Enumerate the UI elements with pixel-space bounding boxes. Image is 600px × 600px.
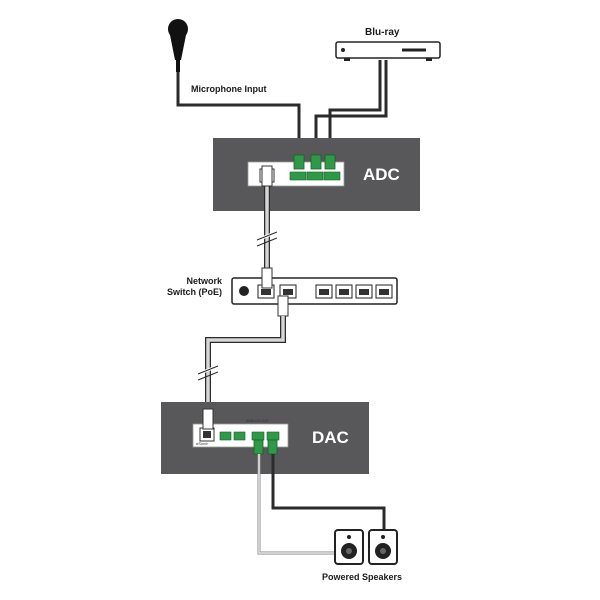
speaker-icon [368,529,398,565]
rj45-plug-switch-out [277,295,289,317]
adc-label: ADC [363,165,400,184]
switch-label-line2: Switch (PoE) [167,287,222,297]
network-switch-icon [231,277,398,305]
adc-plugs [293,154,336,170]
source-cables [176,60,388,155]
rj45-plug-dac [202,408,214,430]
bluray-player-icon [335,41,441,61]
dac-label: DAC [312,428,349,447]
rj45-plug-adc [261,165,273,187]
adc-input-terminals [289,171,341,181]
ethernet-cable-adc [256,186,278,275]
speaker-cables [257,454,386,555]
speaker-icon [334,529,364,565]
dac-analog-out-label: ANALOG OUT [246,419,270,423]
speakers-label: Powered Speakers [322,572,402,582]
ethernet-cable-dac [197,316,286,425]
rj45-plug-switch-in [261,267,273,289]
bluray-label: Blu-ray [365,27,400,38]
dac-brand-label: dSonic [196,441,208,446]
microphone-icon [168,19,188,72]
switch-label-line1: Network [186,276,223,286]
dac-ethernet-port [199,427,215,442]
microphone-label: Microphone Input [191,84,267,94]
